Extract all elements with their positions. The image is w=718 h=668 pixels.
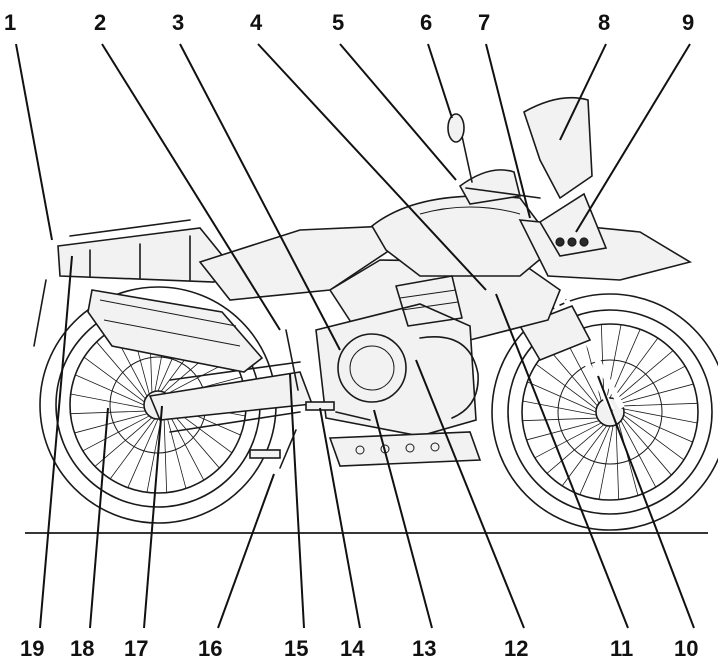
callout-13: 13 (412, 636, 436, 661)
front-wheel-spoke (546, 424, 605, 474)
callout-12: 12 (504, 636, 528, 661)
passenger-footrest (249, 449, 281, 459)
front-wheel-spoke (618, 422, 639, 496)
front-wheel-spoke (620, 383, 694, 404)
rear-wheel-spoke (74, 413, 148, 434)
rear-wheel-spoke (166, 415, 187, 489)
front-wheel-spoke (615, 424, 620, 500)
front-wheel-spoke (534, 422, 602, 459)
front-wheel-spoke (598, 425, 614, 500)
luggage-rack (57, 227, 227, 283)
front-wheel-spoke (535, 363, 597, 410)
handlebar-assembly (447, 113, 541, 205)
front-wheel-spoke (561, 425, 608, 487)
callout-row-top: 1 2 3 4 5 6 7 8 9 (4, 10, 694, 35)
front-wheel-spoke (527, 381, 597, 413)
sump-guard (328, 431, 482, 467)
hand-guard (458, 169, 521, 205)
mirror-stem (461, 135, 473, 183)
callout-2: 2 (94, 10, 106, 35)
callout-1: 1 (4, 10, 16, 35)
front-wheel-spoke (522, 417, 598, 422)
front-brake-disc (557, 359, 663, 465)
front-wheel-spoke (623, 408, 698, 424)
mirror (447, 113, 465, 143)
callout-19: 19 (20, 636, 44, 661)
front-wheel-spoke (600, 324, 605, 400)
rear-wheel-spoke (170, 410, 220, 469)
rear-wheel-spoke (127, 418, 159, 488)
callout-17: 17 (124, 636, 148, 661)
front-wheel-spoke (623, 411, 693, 443)
windscreen (523, 96, 593, 200)
gear-lever (335, 411, 371, 421)
rear-wheel-spoke (163, 417, 168, 493)
rear-wheel-spoke (146, 418, 162, 493)
callout-row-bottom: 19 18 17 16 15 14 13 12 11 10 (20, 636, 698, 661)
callout-8: 8 (598, 10, 610, 35)
front-wheel-spoke (618, 365, 686, 402)
front-wheel-spoke (612, 337, 659, 399)
front-wheel-spoke (622, 417, 672, 476)
callout-14: 14 (340, 636, 365, 661)
callout-7: 7 (478, 10, 490, 35)
number-plate-bracket (33, 279, 47, 347)
front-wheel-spoke (622, 402, 698, 407)
callout-9: 9 (682, 10, 694, 35)
front-wheel-spoke (623, 414, 685, 461)
cylinder-head (395, 275, 463, 327)
engine-guard (419, 336, 479, 419)
callout-18: 18 (70, 636, 94, 661)
rear-wheel-spoke (109, 418, 156, 480)
callout-leaders (15, 43, 695, 629)
callout-4: 4 (250, 10, 263, 35)
rear-wheel-spoke (168, 413, 205, 481)
callout-15: 15 (284, 636, 308, 661)
rear-wheel-spoke (75, 374, 145, 406)
front-wheel-spoke (522, 400, 597, 416)
front-wheel-spoke (548, 348, 598, 407)
callout-6: 6 (420, 10, 432, 35)
rear-shock (285, 329, 299, 391)
front-wheel-spoke (609, 329, 641, 399)
front-wheel-spoke (526, 420, 600, 441)
callout-11: 11 (610, 636, 633, 661)
callout-3: 3 (172, 10, 184, 35)
rear-wheel-spoke (96, 341, 146, 400)
callout-16: 16 (198, 636, 222, 661)
front-wheel-spoke (615, 350, 674, 400)
rear-wheel-spoke (83, 356, 145, 403)
rear-wheel-spoke (82, 415, 150, 452)
rear-wheel-spoke (70, 393, 145, 409)
callout-10: 10 (674, 636, 698, 661)
callout-5: 5 (332, 10, 344, 35)
front-wheel (491, 293, 718, 531)
exhaust-silencer (87, 289, 264, 373)
front-wheel-spoke (620, 420, 657, 488)
front-wheel-spoke (579, 425, 611, 495)
clutch-cover (337, 333, 407, 403)
